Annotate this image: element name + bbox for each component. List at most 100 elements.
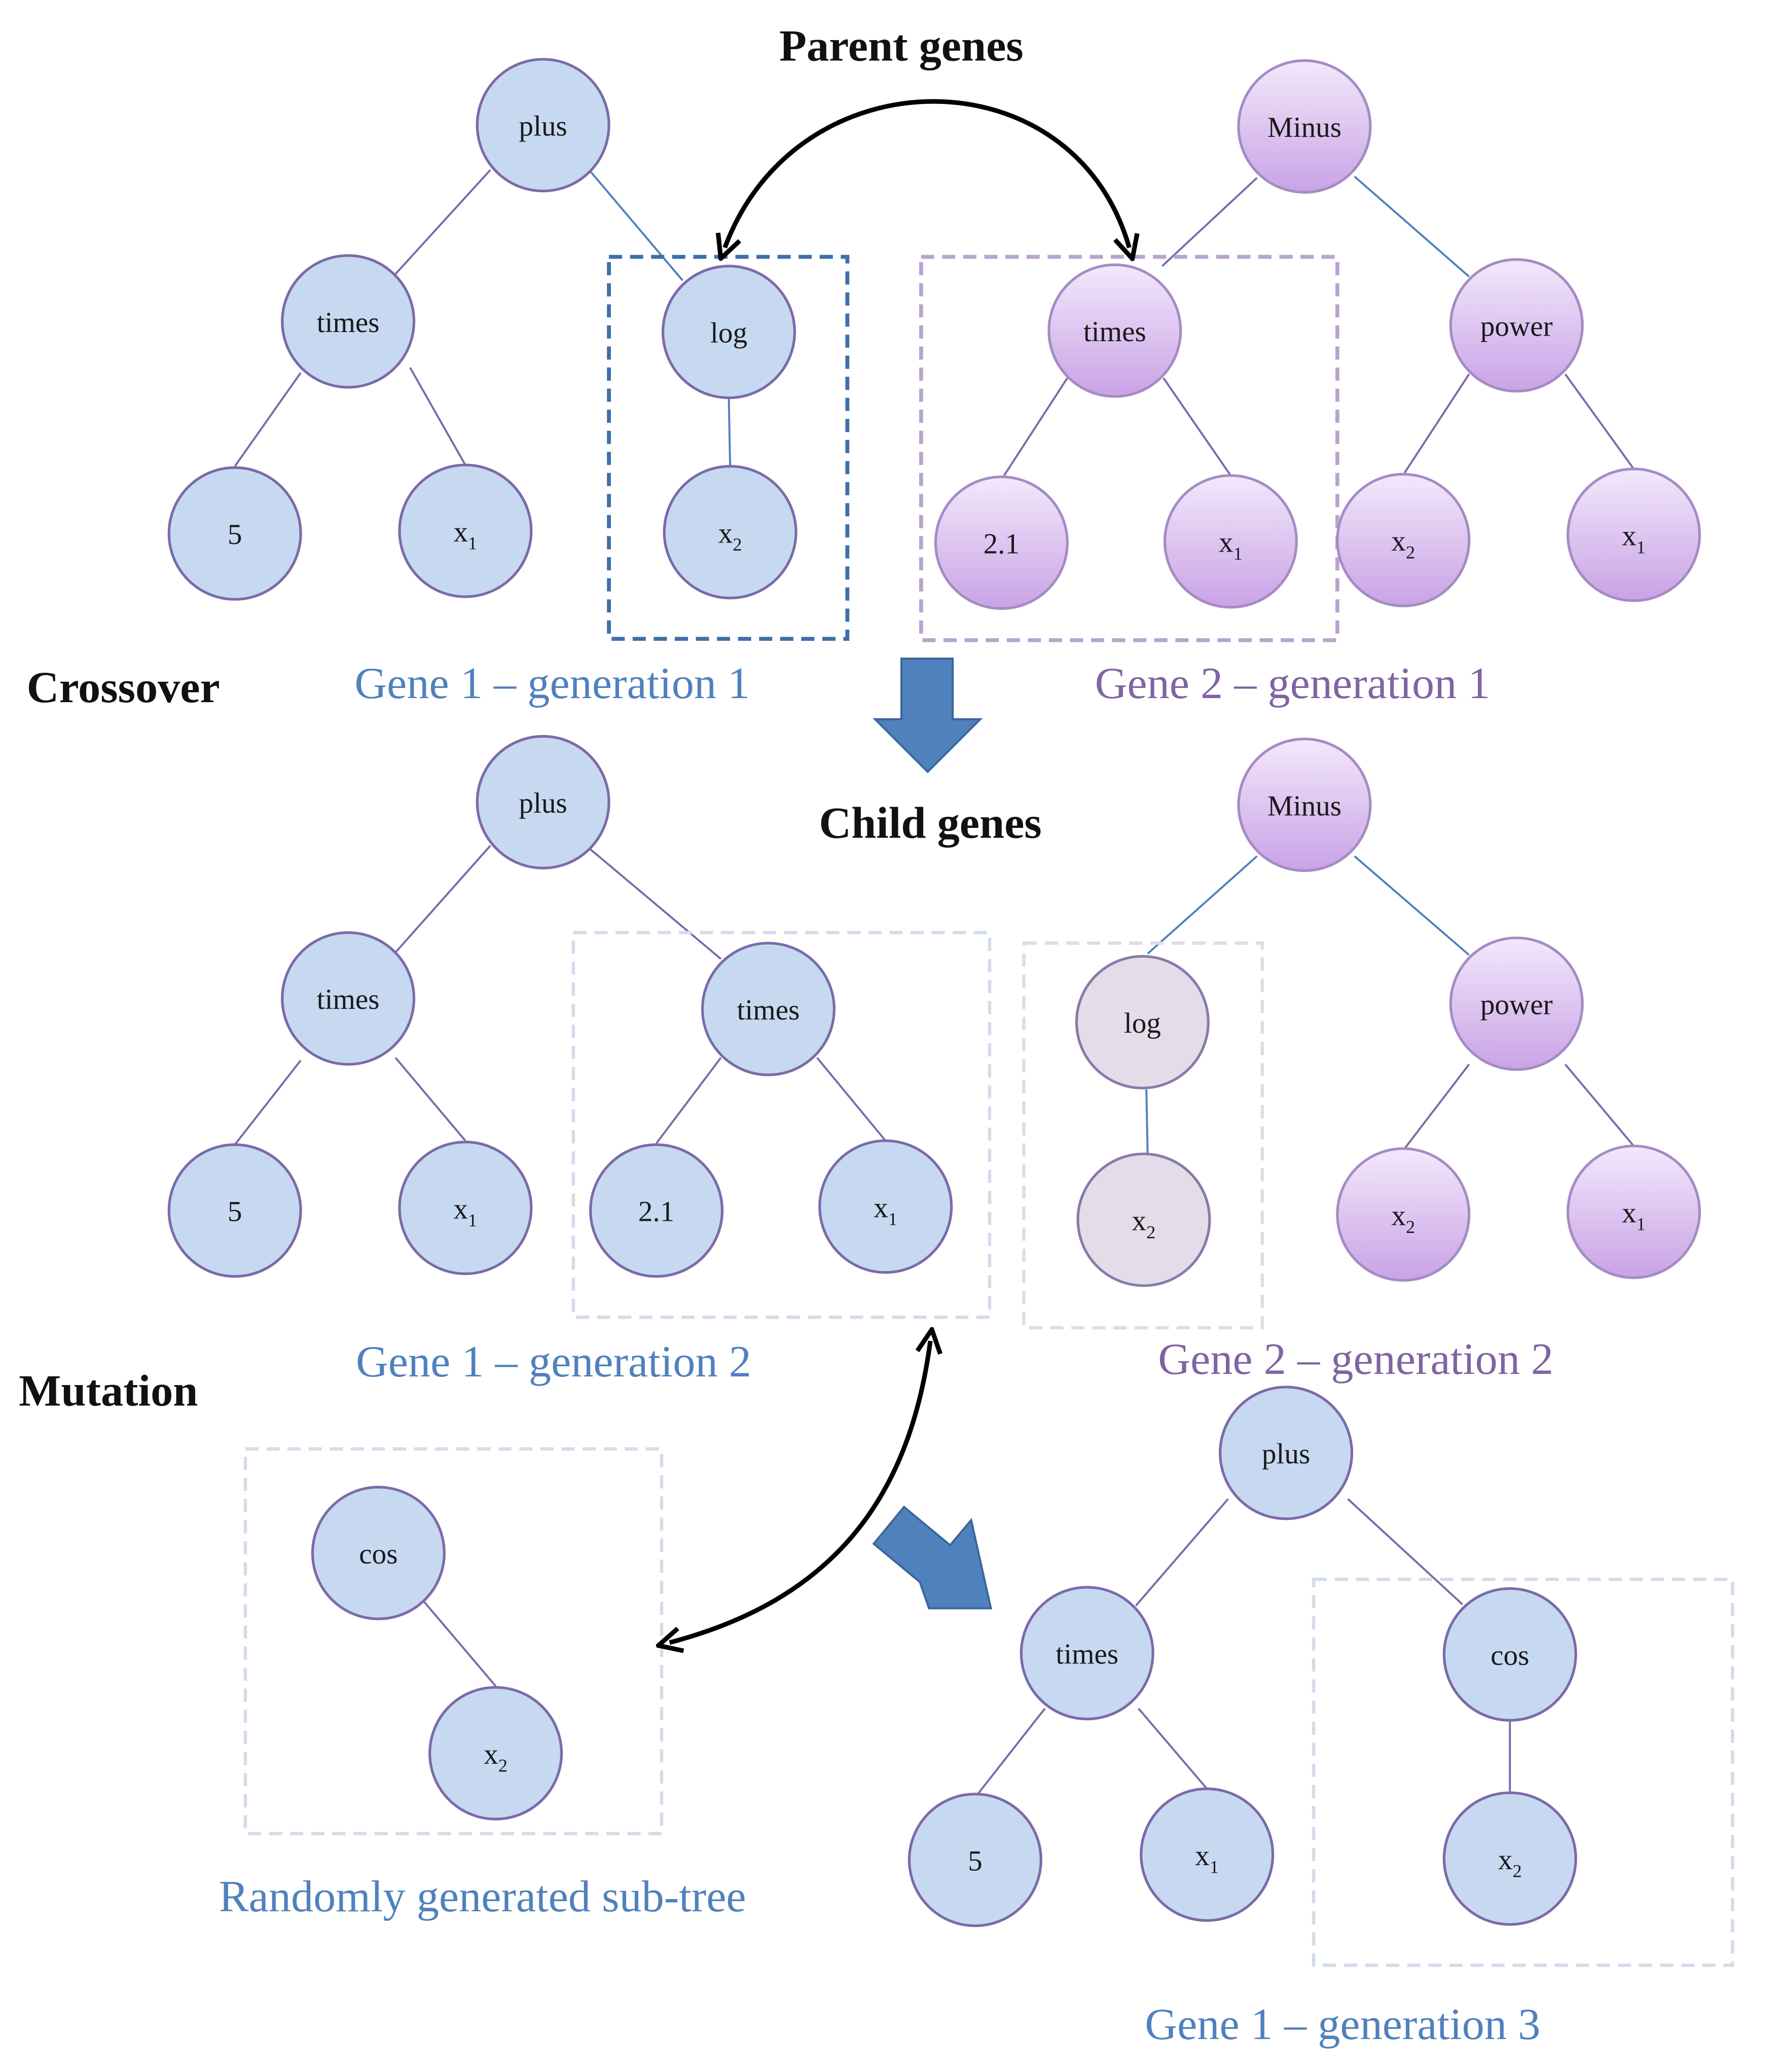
node-subscript: 1: [468, 1210, 477, 1230]
node-subscript: 2: [1512, 1861, 1521, 1881]
mutation-double-arrow: [670, 1341, 930, 1643]
node-label-text: x: [718, 517, 733, 549]
gene2-gen2-caption: Gene 2 – generation 2: [1158, 1334, 1553, 1384]
tree-node: x1: [818, 1139, 953, 1274]
node-subscript: 1: [1233, 543, 1243, 564]
tree-node: plus: [476, 735, 610, 869]
edge: [1354, 175, 1470, 278]
node-label-text: x: [1498, 1844, 1513, 1876]
node-circle: [167, 466, 302, 601]
tree-node: times: [281, 254, 416, 389]
edge: [234, 1060, 302, 1146]
node-circle: [1566, 1144, 1701, 1279]
node-circle: [1163, 474, 1298, 609]
node-label-text: times: [317, 984, 380, 1015]
tree-node: 2.1: [934, 475, 1069, 610]
node-label: times: [317, 307, 380, 339]
node-circle: [934, 475, 1069, 610]
edge: [1564, 373, 1635, 470]
node-circle: [1075, 955, 1210, 1089]
node-label: plus: [519, 787, 567, 819]
node-label: x1: [874, 1192, 897, 1229]
node-label: 2.1: [638, 1196, 674, 1228]
tree-node: x2: [663, 465, 797, 600]
node-label: x1: [1219, 527, 1243, 564]
node-circle: [1336, 472, 1471, 607]
tree-node: x2: [1336, 1147, 1471, 1282]
edge: [977, 1707, 1046, 1795]
node-label-text: 2.1: [638, 1196, 674, 1228]
edge: [394, 1057, 466, 1142]
tree-node: plus: [1219, 1386, 1354, 1520]
node-label-text: cos: [1491, 1640, 1529, 1671]
node-label: times: [317, 984, 380, 1015]
node-label-text: power: [1480, 311, 1553, 343]
node-label-text: 5: [228, 1196, 242, 1228]
node-label: 5: [968, 1845, 983, 1877]
node-circle: [428, 1686, 563, 1821]
node-circle: [398, 463, 533, 598]
edge: [1347, 1498, 1464, 1606]
edge: [728, 397, 732, 466]
node-label: cos: [1491, 1640, 1529, 1671]
node-label: 2.1: [984, 528, 1020, 560]
node-label: x2: [1498, 1844, 1522, 1881]
node-label: x2: [1132, 1205, 1156, 1243]
edge: [409, 367, 466, 466]
node-label-text: x: [1391, 1199, 1406, 1231]
node-circle: [1219, 1386, 1354, 1520]
child-box-gene2: [1022, 941, 1264, 1330]
node-circle: [1237, 738, 1372, 873]
node-label: x1: [453, 516, 477, 554]
node-label-text: power: [1480, 989, 1553, 1021]
node-label-text: x: [484, 1738, 498, 1770]
edge: [816, 1057, 887, 1142]
node-circle: [1336, 1147, 1471, 1282]
tree-node: x1: [398, 463, 533, 598]
node-label: x1: [453, 1193, 477, 1230]
node-label-text: Minus: [1267, 790, 1341, 822]
node-label: x2: [1391, 1199, 1415, 1237]
node-circle: [663, 465, 797, 600]
tree-node: plus: [476, 58, 610, 193]
node-circle: [1442, 1791, 1577, 1926]
node-circle: [907, 1793, 1042, 1928]
node-subscript: 1: [1210, 1857, 1219, 1877]
node-label-text: x: [874, 1192, 888, 1224]
edge: [234, 372, 302, 467]
tree-node: 5: [167, 1143, 302, 1278]
node-circle: [589, 1143, 724, 1278]
edge: [1403, 1064, 1470, 1149]
gene2-gen1-caption: Gene 2 – generation 1: [1095, 659, 1491, 708]
node-label: plus: [1262, 1438, 1310, 1470]
node-circle: [1566, 467, 1701, 602]
node-label: times: [1056, 1639, 1118, 1670]
tree-node: 2.1: [589, 1143, 724, 1278]
tree-node: times: [701, 941, 836, 1076]
node-subscript: 1: [1637, 537, 1646, 557]
tree-node: times: [1047, 263, 1182, 398]
edge: [1003, 377, 1068, 477]
node-label: power: [1480, 989, 1553, 1021]
node-circle: [1047, 263, 1182, 398]
node-label: times: [1083, 316, 1146, 348]
node-label: x1: [1622, 1197, 1646, 1234]
gene1-gen1-caption: Gene 1 – generation 1: [354, 659, 750, 708]
node-circle: [398, 1141, 533, 1276]
edge: [394, 169, 491, 275]
node-label-text: times: [1083, 316, 1146, 348]
crossover-block-arrow: [873, 658, 983, 774]
tree-node: x2: [1076, 1152, 1211, 1287]
edge: [1564, 1064, 1635, 1147]
tree-node: Minus: [1237, 738, 1372, 873]
node-label-text: 2.1: [984, 528, 1020, 560]
node-label: 5: [228, 519, 242, 551]
node-label: Minus: [1267, 790, 1341, 822]
node-circle: [662, 265, 796, 399]
edges: [234, 169, 1635, 1795]
edge: [1163, 377, 1232, 477]
node-label: log: [710, 317, 747, 349]
edge: [588, 169, 684, 281]
